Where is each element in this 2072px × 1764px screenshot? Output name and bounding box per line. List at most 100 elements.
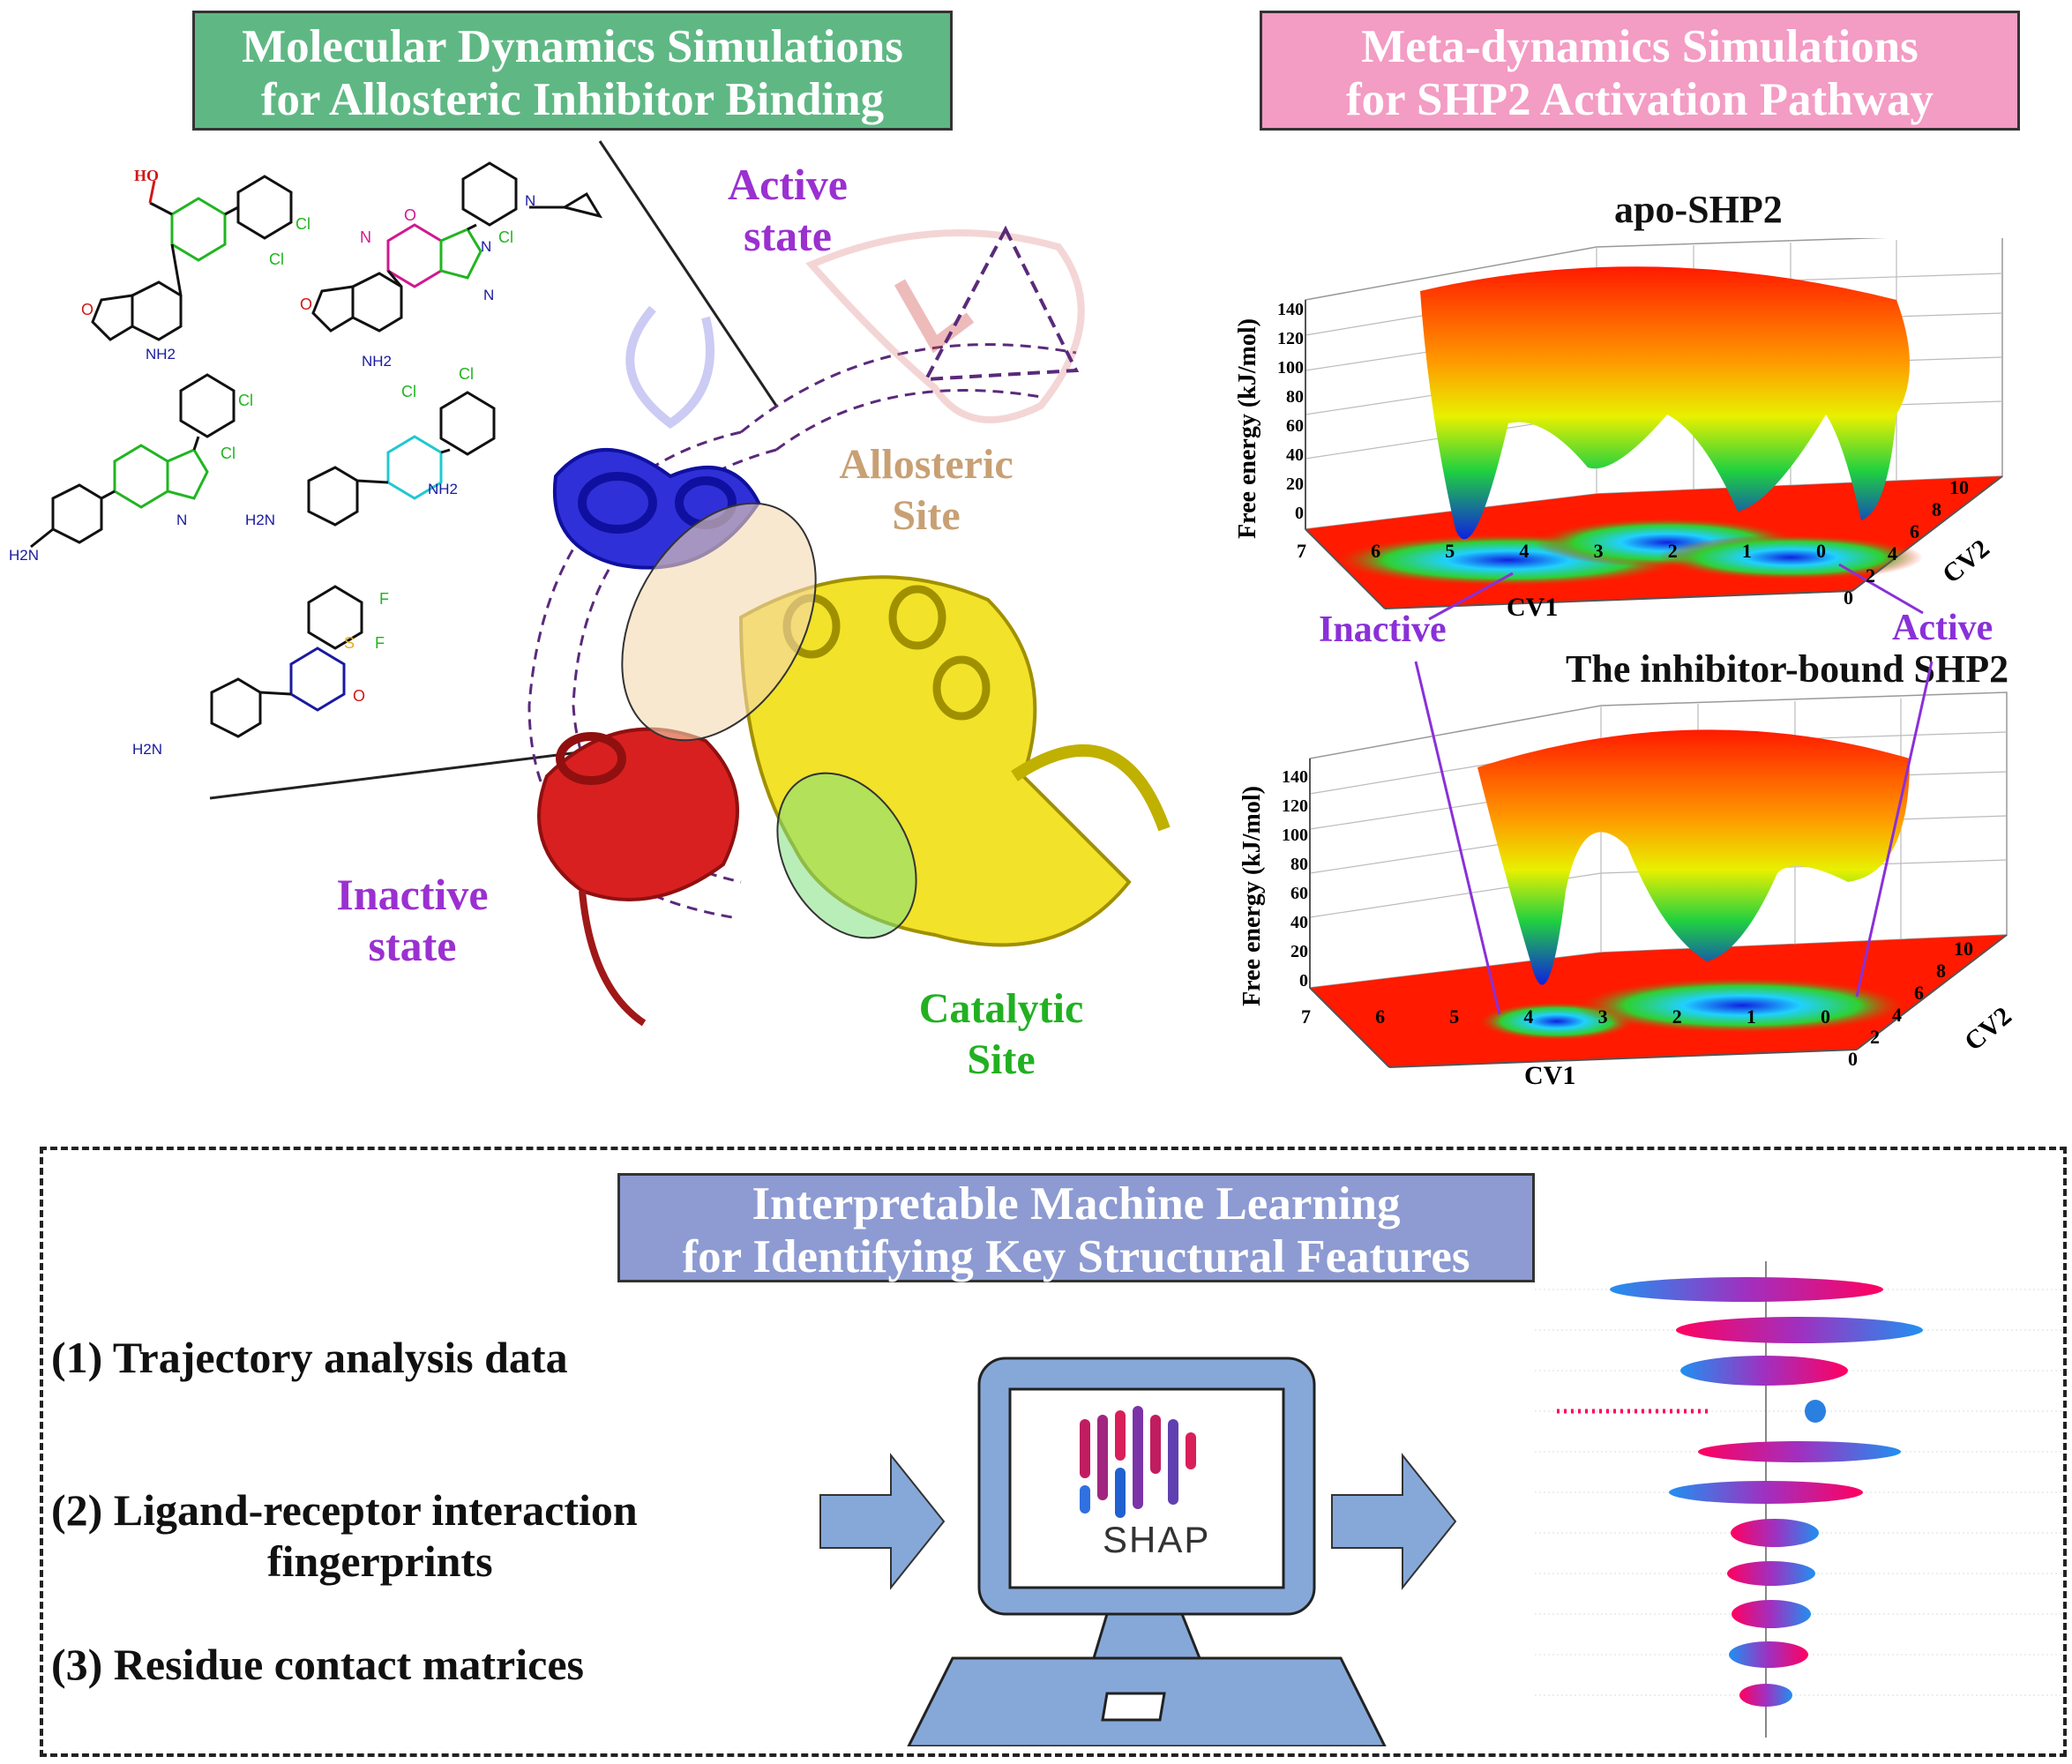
y-tick: 0	[1848, 1048, 1858, 1070]
z-tick: 140	[1282, 767, 1308, 787]
shap-pipeline	[819, 1357, 1457, 1746]
svg-text:HO: HO	[134, 167, 159, 184]
svg-text:Cl: Cl	[238, 392, 253, 409]
active-state-line1: Active	[727, 160, 849, 209]
allosteric-site-line2: Site	[892, 492, 961, 539]
active-state-label: Active state	[713, 159, 863, 261]
x-tick: 5	[1449, 1005, 1460, 1028]
inhibitor-bound-surface	[1309, 691, 2008, 1068]
z-tick: 20	[1286, 475, 1304, 494]
y-tick: 8	[1932, 498, 1941, 520]
catalytic-site-line2: Site	[967, 1036, 1036, 1083]
x-tick: 7	[1301, 1005, 1311, 1028]
catalytic-site-line1: Catalytic	[918, 985, 1084, 1032]
x-tick: 0	[1820, 1005, 1830, 1028]
svg-text:N: N	[360, 228, 371, 246]
shp2-protein-structure	[527, 225, 1171, 1027]
y-tick: 2	[1866, 564, 1875, 587]
x-tick: 2	[1672, 1005, 1682, 1028]
svg-text:S: S	[344, 634, 355, 652]
z-tick: 60	[1290, 884, 1308, 903]
plot2-title: The inhibitor-bound SHP2	[1566, 647, 2009, 691]
plot1-xlabel: CV1	[1507, 593, 1559, 622]
y-tick: 0	[1844, 587, 1853, 609]
z-tick: 80	[1290, 855, 1308, 874]
plot2-xlabel: CV1	[1524, 1061, 1576, 1090]
x-tick: 2	[1667, 540, 1678, 562]
x-tick: 4	[1523, 1005, 1534, 1028]
x-tick: 0	[1815, 540, 1826, 562]
x-tick: 6	[1375, 1005, 1386, 1028]
plot2-z-ticks: 140 120 100 80 60 40 20 0	[1238, 763, 1308, 996]
svg-text:H2N: H2N	[132, 741, 162, 758]
svg-text:O: O	[300, 295, 312, 313]
z-tick: 40	[1286, 445, 1304, 465]
y-tick: 8	[1936, 960, 1946, 982]
z-tick: 40	[1290, 913, 1308, 932]
plot2-zlabel: Free energy (kJ/mol)	[1238, 786, 1266, 1006]
x-tick: 1	[1746, 1005, 1756, 1028]
ml-title-line2: for Identifying Key Structural Features	[682, 1231, 1470, 1282]
plot1-title: apo-SHP2	[1614, 188, 1783, 231]
x-tick: 1	[1741, 540, 1752, 562]
inactive-state-label: Inactive state	[313, 869, 512, 971]
plot1-x-ticks: 7 6 5 4 3 2 1 0	[1297, 540, 1826, 563]
x-tick: 3	[1593, 540, 1604, 562]
z-tick: 120	[1277, 329, 1304, 348]
svg-text:Cl: Cl	[295, 215, 310, 233]
z-tick: 60	[1286, 416, 1304, 436]
md-panel-title: Molecular Dynamics Simulations for Allos…	[192, 11, 953, 131]
plot1-y-ticks: 0 2 4 6 8 10	[1844, 476, 2020, 622]
plot1-z-ticks: 140 120 100 80 60 40 20 0	[1233, 295, 1304, 528]
svg-text:N: N	[525, 192, 535, 209]
z-tick: 80	[1286, 387, 1304, 407]
meta-panel-title: Meta-dynamics Simulations for SHP2 Activ…	[1260, 11, 2020, 131]
plot2-x-ticks: 7 6 5 4 3 2 1 0	[1301, 1005, 1830, 1028]
md-title-line2: for Allosteric Inhibitor Binding	[260, 74, 885, 125]
z-tick: 140	[1277, 300, 1304, 319]
svg-text:NH2: NH2	[146, 346, 176, 363]
allosteric-site-line1: Allosteric	[839, 441, 1014, 488]
svg-text:F: F	[379, 590, 389, 608]
arrow-right-icon	[1331, 1453, 1457, 1590]
free-energy-surfaces	[1305, 238, 2008, 1068]
meta-title-line2: for SHP2 Activation Pathway	[1346, 74, 1934, 125]
z-tick: 20	[1290, 942, 1308, 961]
svg-text:Cl: Cl	[459, 365, 474, 383]
y-tick: 6	[1914, 982, 1924, 1004]
y-tick: 10	[1949, 476, 1969, 498]
active-minimum-label: Active	[1892, 608, 1993, 648]
x-tick: 4	[1519, 540, 1530, 562]
inactive-state-line2: state	[368, 921, 457, 970]
ml-panel-frame	[40, 1147, 2067, 1757]
plot2-y-ticks: 0 2 4 6 8 10	[1848, 938, 2024, 1083]
svg-text:Cl: Cl	[221, 445, 236, 462]
md-title-line1: Molecular Dynamics Simulations	[242, 21, 903, 72]
shap-beeswarm-plot	[1535, 1261, 2064, 1738]
y-tick: 4	[1892, 1004, 1902, 1026]
allosteric-site-label: Allosteric Site	[820, 439, 1032, 542]
svg-text:O: O	[353, 687, 365, 705]
svg-text:NH2: NH2	[362, 353, 392, 370]
z-tick: 120	[1282, 796, 1308, 816]
svg-text:O: O	[81, 301, 94, 318]
arrow-right-icon	[819, 1453, 946, 1590]
inhibitor-structures: HO Cl Cl O NH2 O N N N N Cl O NH2 Cl Cl …	[9, 161, 603, 758]
plot1-zlabel: Free energy (kJ/mol)	[1233, 318, 1261, 539]
y-tick: 4	[1888, 542, 1897, 564]
y-tick: 10	[1954, 938, 1973, 960]
shap-logo-label: SHAP	[1103, 1519, 1211, 1560]
x-tick: 3	[1597, 1005, 1608, 1028]
x-tick: 7	[1297, 540, 1306, 562]
svg-text:NH2: NH2	[428, 481, 458, 497]
input-item-fingerprints-line2: fingerprints	[267, 1536, 493, 1586]
z-tick: 100	[1277, 358, 1304, 377]
svg-text:Cl: Cl	[401, 383, 416, 400]
svg-text:O: O	[404, 206, 416, 224]
input-item-fingerprints-line1: (2) Ligand-receptor interaction	[51, 1485, 638, 1535]
inactive-minimum-label: Inactive	[1319, 609, 1447, 650]
input-item-fingerprints: (2) Ligand-receptor interaction fingerpr…	[51, 1484, 638, 1587]
input-item-trajectory: (1) Trajectory analysis data	[51, 1333, 568, 1382]
z-tick: 100	[1282, 826, 1308, 845]
ml-panel-title: Interpretable Machine Learning for Ident…	[617, 1173, 1535, 1282]
